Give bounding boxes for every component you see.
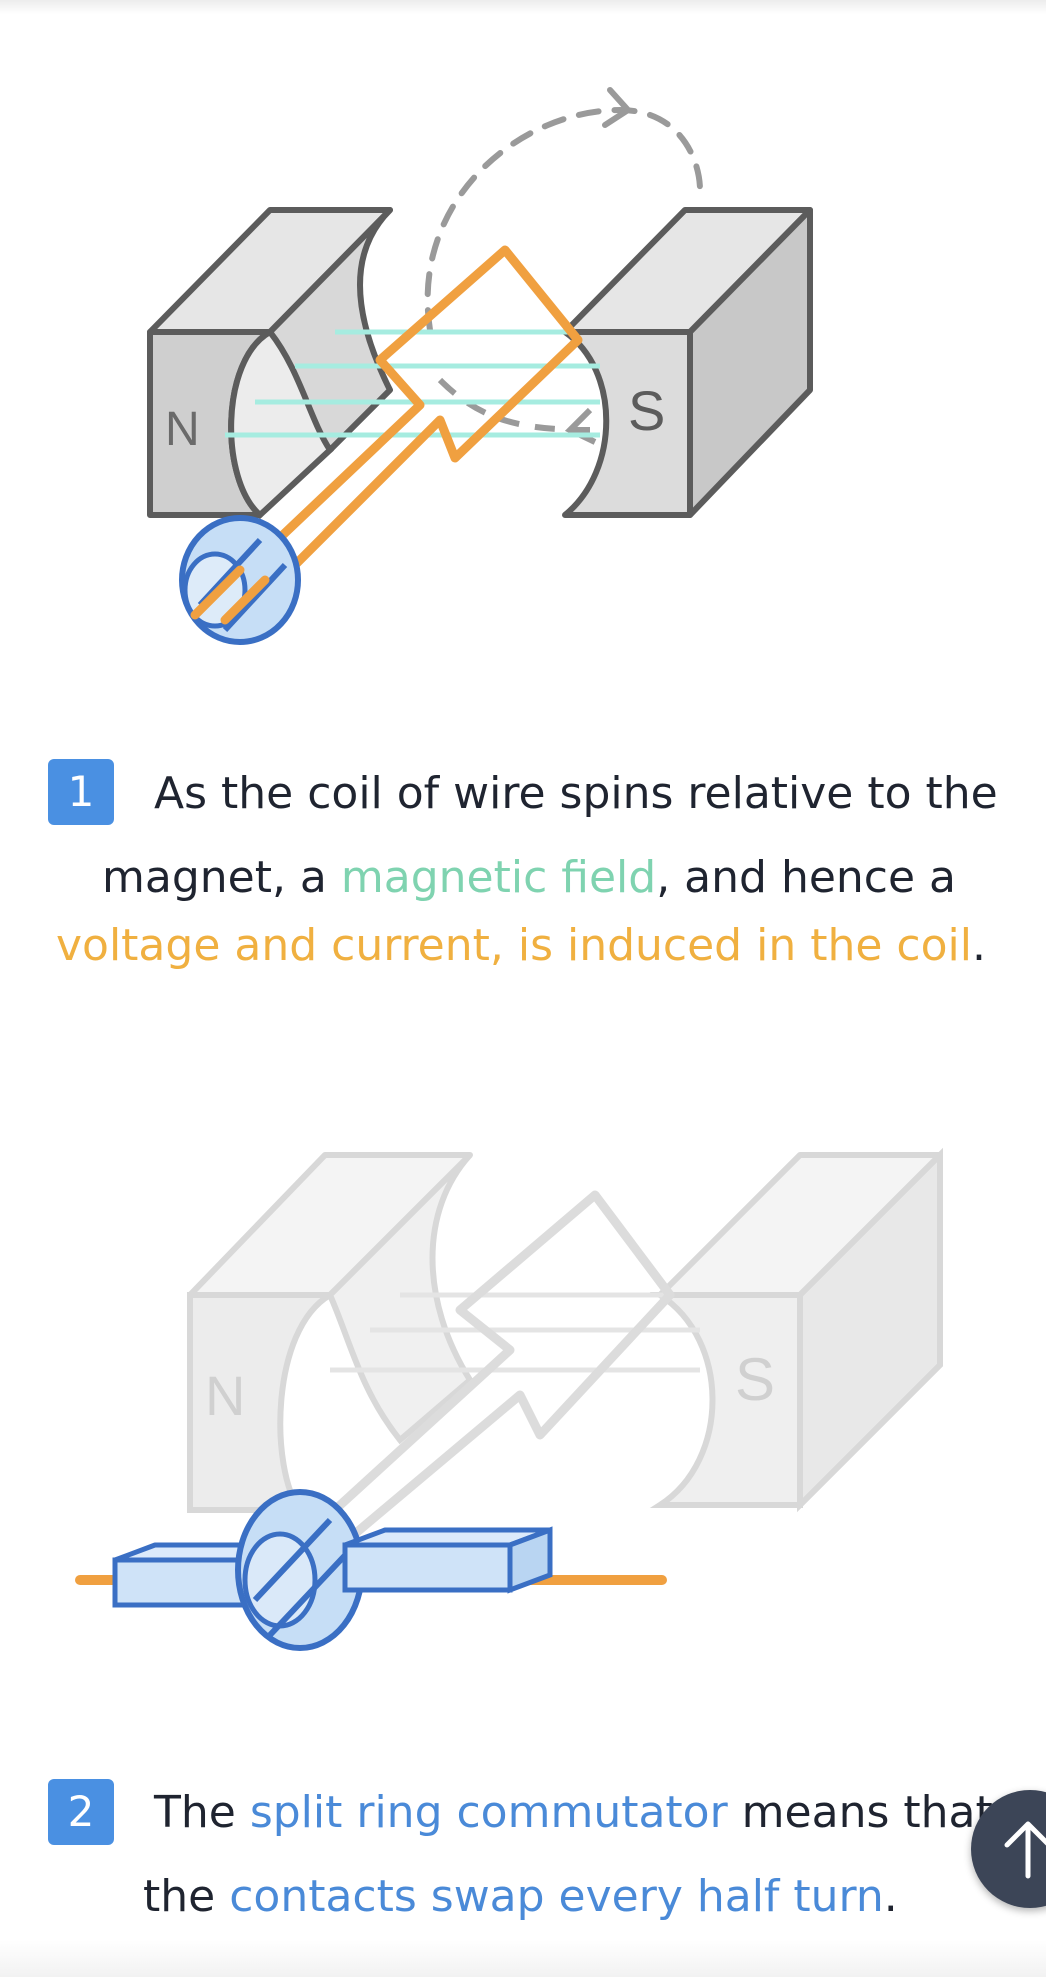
faded-north-label: N (205, 1364, 245, 1427)
step-2-line-2: the contacts swap every half turn. (143, 1871, 898, 1922)
magnetic-field-highlight: magnetic field (340, 852, 657, 903)
rotation-arrowhead (602, 87, 633, 128)
step-2-line-1: The split ring commutator means that (154, 1787, 993, 1838)
coil (225, 245, 583, 610)
south-label: S (628, 379, 665, 442)
step-badge: 2 (48, 1779, 114, 1845)
arrow-up-icon (1004, 1821, 1046, 1879)
commutator-diagram: N S (75, 1147, 943, 1651)
induced-voltage-highlight: voltage and current, is induced in the c… (56, 920, 972, 971)
faded-south-label: S (735, 1346, 775, 1413)
top-shadow (0, 0, 1046, 14)
rotation-arrow-lower (437, 377, 591, 433)
split-ring-commutator-highlight: split ring commutator (249, 1787, 728, 1838)
step-1-line-2: magnet, a magnetic field, and hence a (102, 852, 956, 903)
right-brush (342, 1526, 553, 1594)
faded-south-magnet (649, 1147, 943, 1513)
step-1-line-1: As the coil of wire spins relative to th… (154, 768, 998, 819)
generator-diagram: N S (147, 87, 813, 645)
south-magnet (562, 207, 813, 518)
north-magnet (147, 207, 393, 520)
step-badge: 1 (48, 759, 114, 825)
rotation-arrow (424, 106, 703, 333)
step-1-line-3: voltage and current, is induced in the c… (56, 920, 986, 971)
north-label: N (165, 403, 200, 456)
split-ring-commutator (235, 1489, 365, 1651)
bottom-fade (0, 1940, 1046, 1977)
contacts-swap-highlight: contacts swap every half turn (229, 1871, 884, 1922)
commutator (179, 515, 301, 645)
faded-coil (276, 1190, 675, 1584)
